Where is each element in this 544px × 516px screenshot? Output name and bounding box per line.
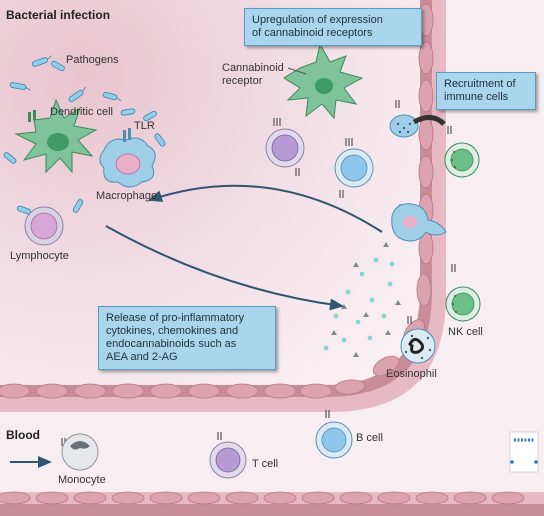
- tissue-region-title: Bacterial infection: [6, 8, 111, 22]
- dendritic-cell-label: Dendritic cell: [50, 106, 113, 118]
- nk-cell: [445, 286, 481, 322]
- cannabinoid-receptor-label-line2: receptor: [222, 75, 263, 87]
- macrophage-cell: [99, 128, 156, 188]
- pathogens-label: Pathogens: [66, 54, 119, 66]
- lymphocyte-cell: [24, 206, 64, 246]
- upregulation-line-1: Upregulation of expression: [252, 14, 383, 26]
- receptor-dendritic-cell: [283, 42, 364, 120]
- release-callout: Release of pro-inflammatory cytokines, c…: [98, 306, 276, 370]
- dendritic-cell: [14, 98, 98, 174]
- b-cell: [315, 421, 353, 459]
- purple-lymphocyte-tissue: [265, 128, 305, 168]
- recruitment-line-1: Recruitment of: [444, 78, 516, 90]
- arrow-recruitment-to-macrophage: [148, 184, 383, 233]
- t-cell: [209, 441, 247, 479]
- monocyte-label: Monocyte: [58, 474, 106, 486]
- lymphocyte-label: Lymphocyte: [10, 250, 69, 262]
- b-cell-label: B cell: [356, 432, 383, 444]
- monocyte-cell: [61, 433, 99, 471]
- upregulation-line-2: of cannabinoid receptors: [252, 27, 373, 39]
- arrow-release: [105, 225, 344, 311]
- cannabinoid-receptor-label-line1: Cannabinoid: [222, 62, 284, 74]
- release-line-4: AEA and 2-AG: [106, 351, 178, 363]
- release-line-3: endocannabinoids such as: [106, 338, 237, 350]
- blue-lymphocyte-tissue: [334, 148, 374, 188]
- pathogen-cluster: [3, 55, 166, 215]
- release-line-1: Release of pro-inflammatory: [106, 312, 245, 324]
- migrating-cell-top: [389, 114, 446, 138]
- eosinophil-label: Eosinophil: [386, 368, 437, 380]
- upregulation-callout: Upregulation of expression of cannabinoi…: [244, 8, 422, 46]
- eosinophil-cell: [400, 328, 436, 364]
- vessel-lumen: [0, 0, 544, 492]
- receptor-leader-line: [287, 67, 307, 75]
- release-line-2: cytokines, chemokines and: [106, 325, 239, 337]
- recruitment-callout: Recruitment of immune cells: [436, 72, 536, 110]
- green-cell-vessel-top: [444, 142, 480, 178]
- migrating-cell-middle: [391, 203, 447, 242]
- blood-region-title: Blood: [6, 428, 40, 442]
- t-cell-label: T cell: [252, 458, 279, 470]
- tlr-label: TLR: [134, 120, 155, 132]
- nk-cell-label: NK cell: [448, 326, 483, 338]
- macrophage-label: Macrophage: [96, 190, 158, 202]
- recruitment-line-2: immune cells: [444, 91, 509, 103]
- vessel-thumbnail-icon: [509, 431, 539, 473]
- cannabinoid-receptor-glyphs: [61, 100, 456, 446]
